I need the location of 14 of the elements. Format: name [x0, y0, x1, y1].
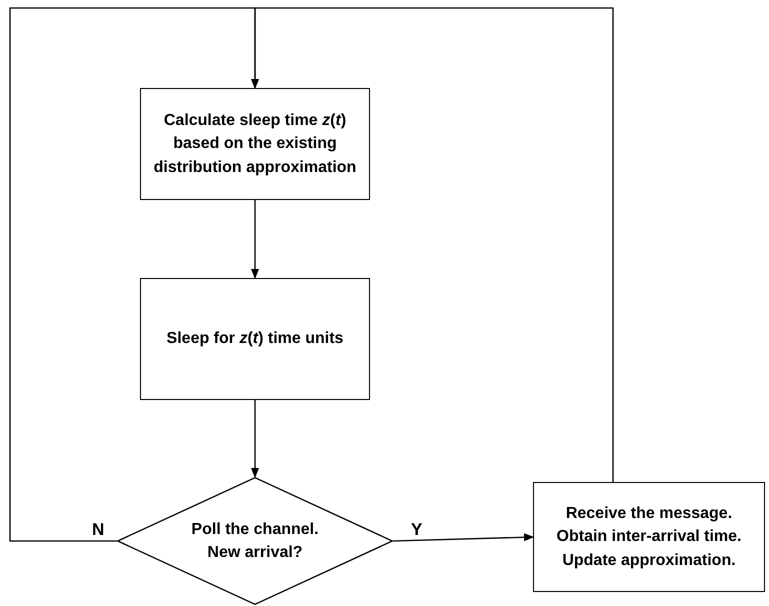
- node-text: Sleep for z(t) time units: [166, 329, 344, 350]
- edge-label: N: [90, 521, 106, 538]
- process-box: [140, 88, 370, 200]
- node-text: Calculate sleep time z(t) based on the existing distribution approximation: [152, 111, 358, 178]
- edge-label: Y: [409, 521, 424, 538]
- arrow: [251, 7, 614, 482]
- arrow: [392, 533, 534, 542]
- process-box: [533, 482, 765, 592]
- arrow: [251, 200, 259, 279]
- node-text: Receive the message. Obtain inter-arrival time. Update approximation.: [556, 504, 742, 571]
- decision-diamond: [117, 477, 393, 605]
- node-text: Poll the channel. New arrival?: [190, 520, 320, 563]
- arrow: [251, 400, 259, 478]
- process-box: [140, 278, 370, 400]
